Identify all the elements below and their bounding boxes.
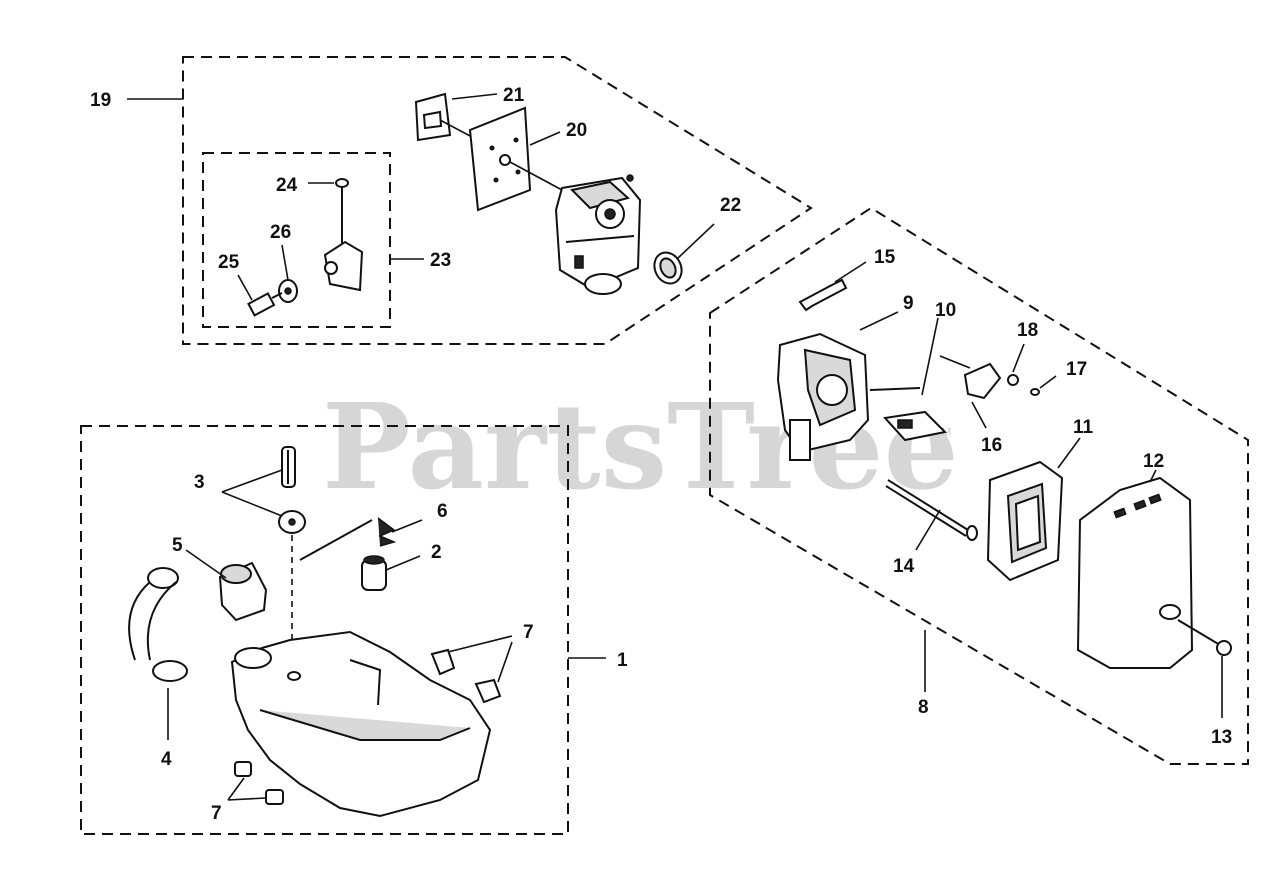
- washer-18[interactable]: [1007, 374, 1019, 386]
- carburetor-group-box: [182, 56, 813, 345]
- callout-11: 11: [1073, 417, 1094, 438]
- bolt-25[interactable]: [247, 292, 283, 317]
- screw-14[interactable]: [885, 479, 978, 541]
- fuel-cap-5[interactable]: [218, 561, 268, 622]
- callout-13: 13: [1211, 727, 1232, 748]
- spacer-26[interactable]: [278, 279, 298, 303]
- callout-22: 22: [720, 195, 741, 216]
- air-filter-11[interactable]: [986, 460, 1064, 582]
- callout-26: 26: [270, 222, 291, 243]
- callout-12: 12: [1143, 451, 1164, 472]
- callout-24: 24: [276, 175, 298, 196]
- callout-15: 15: [874, 247, 896, 268]
- knob-screw-13[interactable]: [1177, 619, 1232, 656]
- bracket-26-mount[interactable]: [323, 240, 364, 292]
- screw-17[interactable]: [1030, 388, 1040, 396]
- callout-20: 20: [566, 120, 587, 141]
- fuel-filter-pickup-3[interactable]: [278, 446, 306, 650]
- callout-23: 23: [430, 250, 451, 271]
- choke-plate-16[interactable]: [939, 355, 1002, 400]
- callout-21: 21: [503, 85, 525, 106]
- grommet-7-lower[interactable]: [234, 761, 284, 805]
- callout-14: 14: [893, 556, 915, 577]
- callout-9: 9: [903, 293, 914, 314]
- fuel-line-6[interactable]: [299, 517, 397, 561]
- choke-lever-15[interactable]: [798, 278, 848, 312]
- tether-strap-4[interactable]: [128, 567, 188, 682]
- fuel-filter-2[interactable]: [361, 555, 387, 591]
- callout-16: 16: [981, 435, 1002, 456]
- gasket-10[interactable]: [883, 410, 948, 442]
- callout-4: 4: [161, 749, 172, 770]
- callout-18: 18: [1017, 320, 1038, 341]
- gasket-21[interactable]: [414, 92, 473, 142]
- callout-6: 6: [437, 501, 448, 522]
- air-filter-base-9[interactable]: [776, 332, 921, 461]
- callout-labels: 19 21 20 22 23 24 26 25 3 5 6 2 7 1 4 7 …: [90, 85, 1232, 824]
- callout-7-lower: 7: [211, 803, 222, 824]
- air-filter-cover-12[interactable]: [1076, 476, 1194, 669]
- fuel-tank-group-box: [80, 425, 569, 835]
- grommet-7-upper[interactable]: [430, 648, 502, 704]
- callout-17: 17: [1066, 359, 1087, 380]
- ring-22[interactable]: [649, 248, 686, 288]
- callout-25: 25: [218, 252, 240, 273]
- callout-1: 1: [617, 650, 628, 671]
- callout-5: 5: [172, 535, 183, 556]
- callout-19: 19: [90, 90, 111, 111]
- fuel-tank-1[interactable]: [230, 630, 492, 818]
- bracket-subgroup-box: [202, 152, 391, 328]
- callout-10: 10: [935, 300, 956, 321]
- screw-24[interactable]: [335, 178, 349, 248]
- callout-2: 2: [431, 542, 442, 563]
- insulator-plate-20[interactable]: [468, 106, 563, 212]
- air-filter-group-box: [709, 206, 1249, 765]
- carburetor[interactable]: [554, 174, 642, 295]
- leader-lines: [127, 93, 1223, 801]
- callout-3: 3: [194, 472, 205, 493]
- callout-7-upper: 7: [523, 622, 534, 643]
- callout-8: 8: [918, 697, 929, 718]
